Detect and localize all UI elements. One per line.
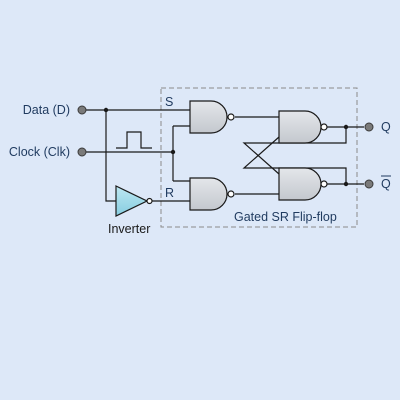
data-input-label: Data (D) [23, 103, 70, 117]
data-terminal [77, 105, 87, 115]
wire-data-to-inverter [105, 110, 116, 202]
inverter-label: Inverter [108, 222, 150, 236]
qbar-output-label: Q [381, 177, 391, 191]
junctions [103, 107, 349, 187]
clock-pulse-icon [116, 131, 152, 149]
nand-gate-q [278, 110, 328, 144]
set-input-label: S [165, 95, 173, 109]
clock-input-label: Clock (Clk) [9, 145, 70, 159]
flip-flop-group-label: Gated SR Flip-flop [234, 210, 337, 224]
wire-clock-to-gates [172, 125, 190, 182]
q-terminal [364, 122, 374, 132]
inverter-gate [115, 185, 153, 217]
nand-gate-qbar [278, 167, 328, 201]
nand-gate-reset [189, 177, 235, 211]
reset-input-label: R [165, 186, 174, 200]
q-output-label: Q [381, 120, 391, 134]
qbar-terminal [364, 179, 374, 189]
nand-gate-set [189, 100, 235, 134]
clock-terminal [77, 147, 87, 157]
flip-flop-group-box [160, 87, 358, 228]
